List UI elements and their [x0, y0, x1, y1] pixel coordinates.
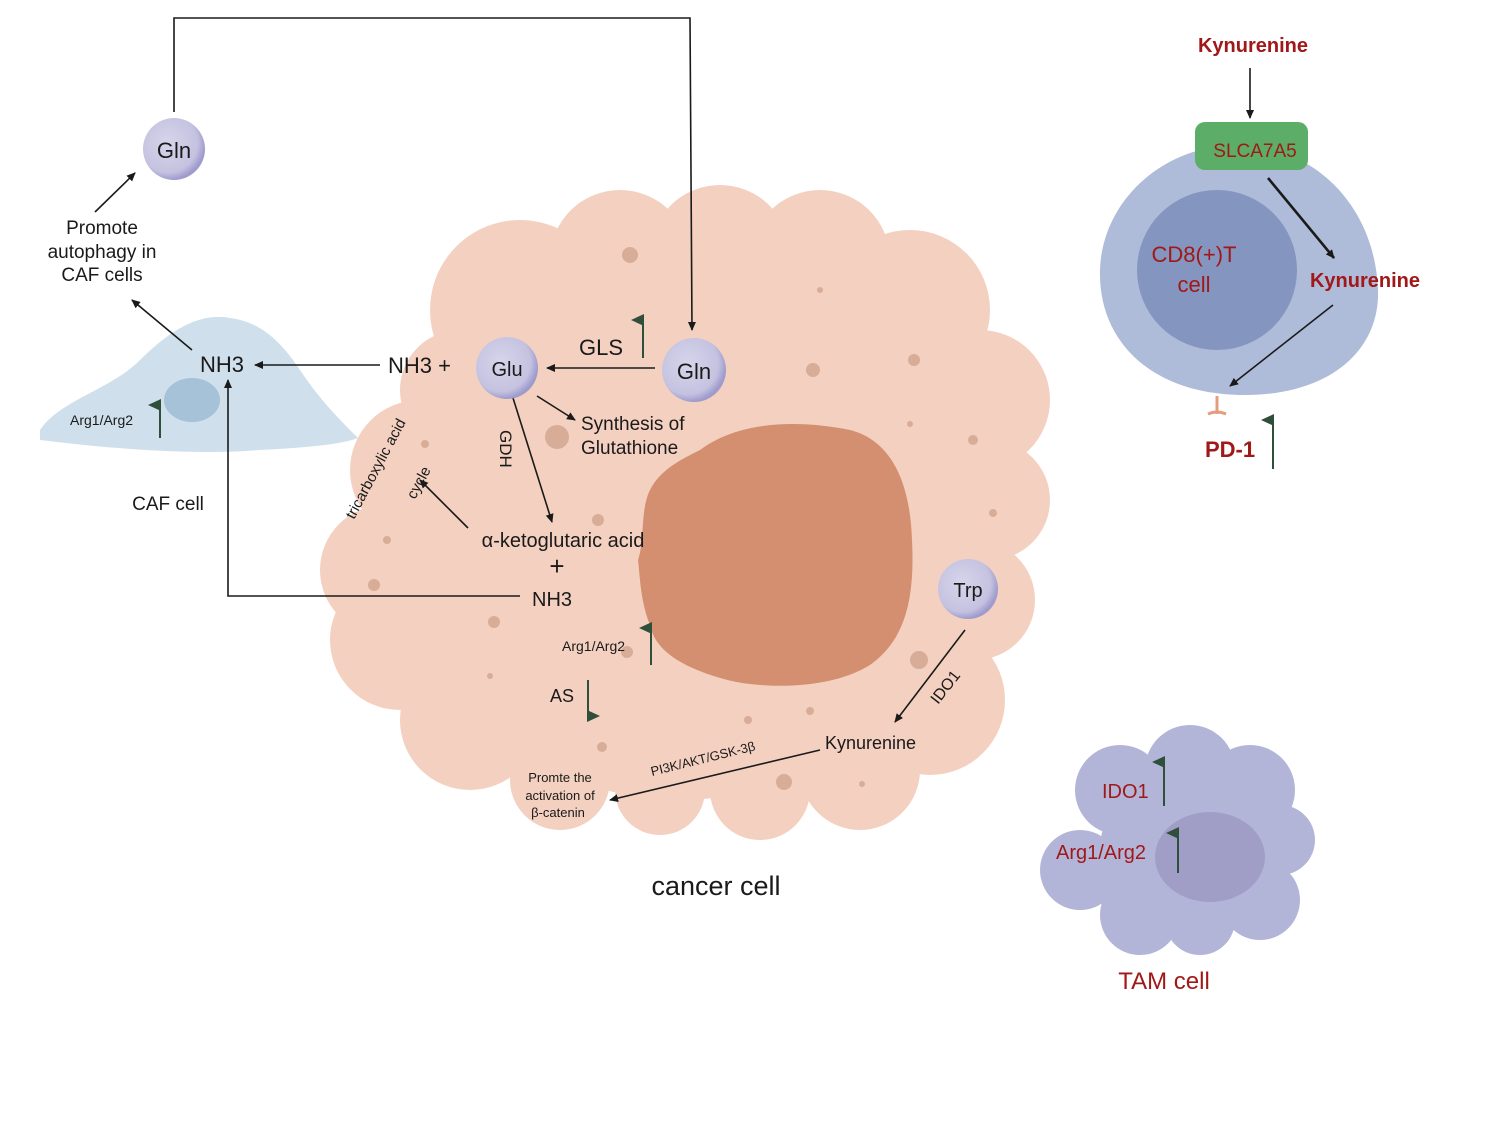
caf-gln-label: Gln	[157, 138, 191, 163]
regulation-arrows	[148, 314, 1274, 873]
arrow-kyn-to-catenin	[609, 749, 821, 803]
synthesis-line2: Glutathione	[581, 438, 678, 459]
arrow-slc-to-kyn	[1266, 177, 1336, 259]
arrow-kyn-to-pd1	[1229, 304, 1334, 387]
cancer-arg-label: Arg1/Arg2	[562, 638, 625, 654]
caf-enzyme-label: Arg1/Arg2	[70, 412, 133, 428]
plus-label: +	[549, 551, 564, 581]
arrow-gln-loop	[173, 17, 696, 331]
arrow-trp-to-kyn	[894, 629, 966, 723]
tam-cell-label: TAM cell	[1118, 968, 1210, 995]
arrow-akg-to-tca	[419, 479, 469, 529]
catenin-line3: β-catenin	[531, 805, 585, 820]
glu-label: Glu	[491, 359, 522, 381]
tam-nucleus	[1155, 812, 1265, 902]
arrow-glu-to-akg	[512, 397, 554, 523]
cancer-cell-label: cancer cell	[651, 871, 780, 901]
tcell-nucleus	[1137, 190, 1297, 350]
arrow-nh3-to-promote	[131, 299, 193, 351]
cancer-granules	[368, 247, 997, 790]
tcell-label-line2: cell	[1177, 272, 1210, 297]
cancer-nucleus	[638, 424, 913, 686]
caf-gln-bubble	[143, 118, 205, 180]
arrow-glu-to-glutathione	[536, 395, 576, 421]
slca7a5-transporter	[1195, 122, 1308, 170]
cancer-cell	[320, 185, 1050, 840]
metabolite-bubbles	[143, 118, 998, 619]
arrows	[94, 17, 1336, 803]
arrow-promote-to-gln	[94, 172, 136, 213]
catenin-line1: Promte the	[528, 770, 592, 785]
trp-bubble	[938, 559, 998, 619]
akg-label: α-ketoglutaric acid	[482, 530, 645, 552]
as-label: AS	[550, 686, 574, 706]
tcell-kyn-top: Kynurenine	[1198, 35, 1308, 57]
slca7a5-label: SLCA7A5	[1213, 141, 1296, 162]
gln-bubble	[662, 338, 726, 402]
caf-nh3-label: NH3	[200, 352, 244, 377]
nh3-plus-label: NH3 +	[388, 353, 451, 378]
cancer-nh3-label: NH3	[532, 589, 572, 611]
synthesis-line1: Synthesis of	[581, 414, 685, 435]
tam-cell	[1040, 725, 1315, 955]
gls-label: GLS	[579, 335, 623, 360]
caf-promote-line3: CAF cells	[61, 265, 142, 286]
tam-arg-label: Arg1/Arg2	[1056, 842, 1146, 864]
arrow-nh3-to-caf-nh3	[224, 379, 520, 597]
catenin-line2: activation of	[525, 788, 595, 803]
tam-ido1-label: IDO1	[1102, 781, 1149, 803]
pd1-receptor	[1207, 396, 1227, 416]
kynurenine-label: Kynurenine	[825, 733, 916, 753]
trp-label: Trp	[953, 580, 982, 602]
tcell-label-line1: CD8(+)T	[1152, 242, 1237, 267]
caf-promote-line1: Promote	[66, 218, 138, 239]
gln-label: Gln	[677, 359, 711, 384]
cd8-t-cell	[1099, 122, 1379, 416]
caf-promote-line2: autophagy in	[48, 242, 157, 263]
glu-bubble	[476, 337, 538, 399]
caf-cell-label: CAF cell	[132, 494, 204, 515]
tcell-kyn-inside: Kynurenine	[1310, 270, 1420, 292]
caf-nucleus	[164, 378, 220, 422]
caf-cell	[40, 316, 358, 452]
gdh-label: GDH	[496, 430, 515, 468]
pd1-label: PD-1	[1205, 437, 1255, 462]
